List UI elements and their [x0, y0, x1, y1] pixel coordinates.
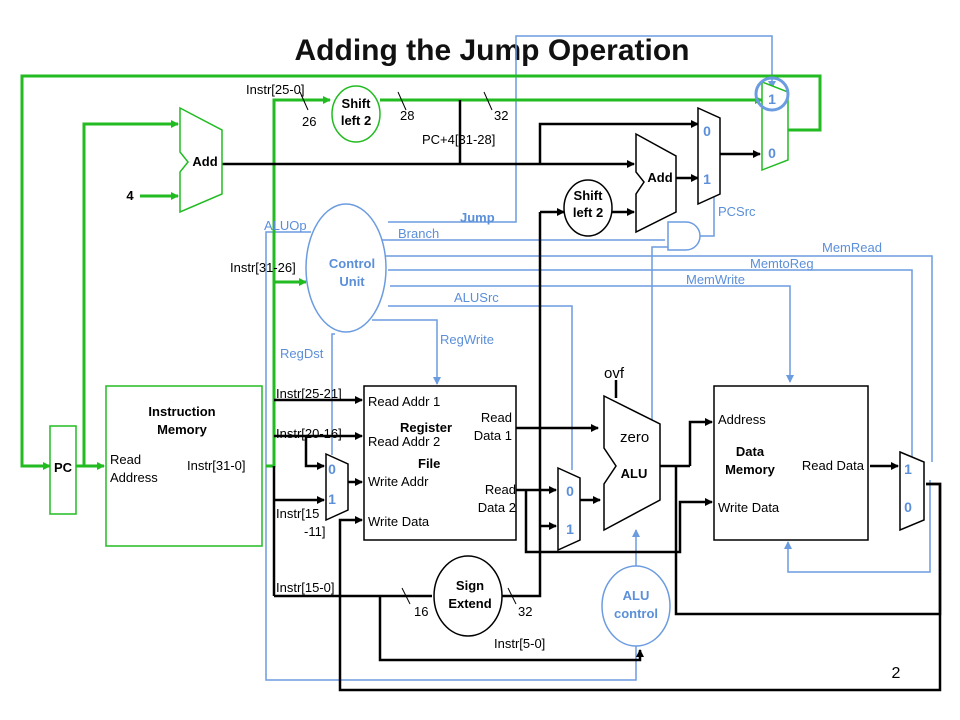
jump-select-highlight [754, 76, 790, 112]
control-wires [265, 35, 933, 681]
sig-memwrite: MemWrite [686, 272, 745, 287]
pc-adder-label: Add [192, 154, 217, 169]
dmem-address: Address [718, 412, 766, 427]
sig-instr-15-11b: -11] [304, 524, 325, 539]
alu-label: ALU [621, 466, 648, 481]
memtoreg-mux-0: 0 [904, 499, 912, 515]
regdst-mux-1: 1 [328, 491, 336, 507]
branch-mux [697, 106, 721, 206]
control-unit [305, 203, 387, 333]
sig-pcsrc: PCSrc [718, 204, 756, 219]
page-title: Adding the Jump Operation [295, 34, 690, 67]
sign-ext-2: Extend [448, 596, 491, 611]
alu-zero: zero [620, 429, 649, 446]
reg-ra1: Read Addr 1 [368, 394, 440, 409]
imem-title2: Memory [157, 422, 208, 437]
aluctl-2: control [614, 606, 658, 621]
sig-pc4: PC+4[31-28] [422, 132, 495, 147]
page-number: 2 [892, 665, 901, 682]
memtoreg-mux [899, 450, 925, 532]
dmem-title1: Data [736, 444, 765, 459]
bus-ticks [299, 91, 517, 605]
imem-read: Read [110, 452, 141, 467]
sig-jump: Jump [460, 210, 495, 225]
sig-w26: 26 [302, 114, 316, 129]
imem-address: Address [110, 470, 158, 485]
reg-file: File [418, 456, 440, 471]
alusrc-mux [557, 466, 581, 552]
memtoreg-mux-1: 1 [904, 461, 912, 477]
dmem-writedata: Write Data [718, 500, 780, 515]
jump-mux-0: 0 [768, 145, 776, 161]
shift2-line1: Shift [574, 188, 604, 203]
sig-w32b: 32 [518, 604, 532, 619]
sig-w28: 28 [400, 108, 414, 123]
regdst-mux-0: 0 [328, 461, 336, 477]
instruction-memory [105, 385, 263, 547]
dmem-readdata: Read Data [802, 458, 865, 473]
alu-ovf: ovf [604, 365, 625, 382]
shift2-line2: left 2 [573, 205, 603, 220]
dmem-title2: Memory [725, 462, 776, 477]
data-memory [713, 385, 869, 541]
control-line2: Unit [339, 274, 365, 289]
alu-control [601, 565, 671, 647]
branch-adder-label: Add [647, 170, 672, 185]
sig-instr-15-0: Instr[15-0] [276, 580, 335, 595]
sig-memtoreg: MemtoReg [750, 256, 814, 271]
jump-mux [761, 80, 789, 172]
sig-memread: MemRead [822, 240, 882, 255]
imem-out: Instr[31-0] [187, 458, 246, 473]
sig-regdst: RegDst [280, 346, 324, 361]
alusrc-mux-1: 1 [566, 521, 574, 537]
sig-instr-5-0: Instr[5-0] [494, 636, 545, 651]
sig-instr-15-11a: Instr[15 [276, 506, 319, 521]
sig-instr-31-26: Instr[31-26] [230, 260, 296, 275]
reg-rd1-a: Read [481, 410, 512, 425]
sig-instr-20-16: Instr[20-16] [276, 426, 342, 441]
sig-alusrc: ALUSrc [454, 290, 499, 305]
sig-w16: 16 [414, 604, 428, 619]
sig-aluop: ALUOp [264, 218, 307, 233]
aluctl-1: ALU [623, 588, 650, 603]
pc-register [49, 425, 77, 515]
branch-mux-0: 0 [703, 123, 711, 139]
register-file [363, 385, 517, 541]
alusrc-mux-0: 0 [566, 483, 574, 499]
sig-w32a: 32 [494, 108, 508, 123]
sig-instr-25-0: Instr[25-0] [246, 82, 305, 97]
branch-adder [635, 132, 677, 234]
branch-shift-left-2 [563, 179, 613, 237]
reg-wd: Write Data [368, 514, 430, 529]
pc-label: PC [54, 460, 73, 475]
jump-shift-left-2 [331, 85, 381, 143]
branch-and-gate [667, 221, 701, 251]
datapath-wires [222, 100, 942, 692]
branch-mux-1: 1 [703, 171, 711, 187]
shift1-line2: left 2 [341, 113, 371, 128]
jump-mux-1: 1 [768, 91, 776, 107]
imem-title1: Instruction [148, 404, 215, 419]
shift1-line1: Shift [342, 96, 372, 111]
reg-rd2-b: Data 2 [478, 500, 516, 515]
pc-adder [179, 106, 223, 214]
sig-instr-25-21: Instr[25-21] [276, 386, 342, 401]
reg-wa: Write Addr [368, 474, 429, 489]
reg-ra2: Read Addr 2 [368, 434, 440, 449]
control-line1: Control [329, 256, 375, 271]
sig-regwrite: RegWrite [440, 332, 494, 347]
regdst-mux [325, 452, 349, 522]
four-label: 4 [126, 188, 134, 203]
reg-rd2-a: Read [485, 482, 516, 497]
pc-wires [20, 74, 822, 470]
sign-extend [433, 555, 503, 637]
sig-branch: Branch [398, 226, 439, 241]
reg-rd1-b: Data 1 [474, 428, 512, 443]
sign-ext-1: Sign [456, 578, 484, 593]
alu [603, 394, 661, 532]
reg-title: Register [400, 420, 452, 435]
